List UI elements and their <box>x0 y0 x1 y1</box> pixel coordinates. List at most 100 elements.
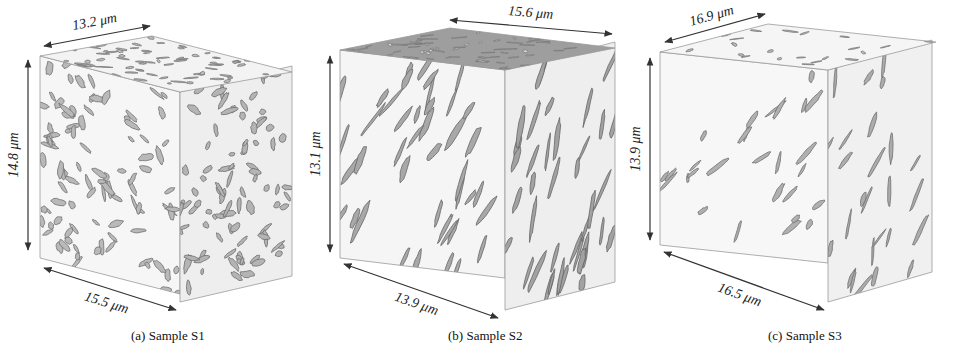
pore <box>812 199 824 211</box>
pore <box>102 88 110 106</box>
pore <box>499 52 509 53</box>
pore <box>58 181 67 193</box>
pore <box>201 268 204 275</box>
pore <box>251 121 258 135</box>
pore <box>575 157 579 178</box>
pore <box>599 109 605 139</box>
face-fill <box>828 40 932 302</box>
pore <box>463 101 475 120</box>
pore <box>494 47 517 51</box>
pore <box>138 62 148 64</box>
pore <box>145 262 150 270</box>
pore <box>78 114 85 131</box>
pore <box>115 48 129 51</box>
pore <box>253 174 257 183</box>
pore <box>747 110 758 129</box>
pore <box>138 150 153 164</box>
pore <box>71 124 75 139</box>
pore <box>171 80 187 84</box>
pore <box>698 205 708 215</box>
pore <box>174 265 179 275</box>
pore <box>94 246 101 256</box>
pore <box>275 250 282 258</box>
pore <box>234 64 249 67</box>
face-edge <box>340 50 505 278</box>
pore <box>271 137 276 152</box>
pore <box>209 77 225 80</box>
pore <box>41 205 47 214</box>
pore <box>910 155 920 171</box>
pore <box>94 58 108 61</box>
cube-face <box>335 39 505 292</box>
pore <box>350 198 370 246</box>
pore-layer <box>660 54 825 252</box>
pore <box>798 162 806 177</box>
cube-face <box>504 21 622 318</box>
pore <box>203 221 209 229</box>
pore <box>425 58 434 59</box>
face-edge <box>340 28 615 70</box>
pore <box>795 57 806 59</box>
pore <box>204 52 212 54</box>
pore <box>153 260 166 274</box>
pore <box>117 167 126 174</box>
pore <box>783 185 798 204</box>
pore <box>775 151 781 175</box>
pore <box>828 240 833 257</box>
dimension-arrow <box>450 20 612 34</box>
pore <box>200 175 206 183</box>
pore <box>183 76 199 79</box>
face-edge <box>40 36 292 92</box>
pore <box>843 58 860 60</box>
pore <box>229 60 244 63</box>
pore-layer <box>828 40 929 302</box>
pore <box>146 73 159 76</box>
pore <box>165 204 180 213</box>
pore <box>846 209 852 240</box>
pore <box>738 125 752 145</box>
pore <box>417 37 438 40</box>
face-fill <box>505 42 615 310</box>
pore <box>249 91 257 100</box>
pore <box>165 268 170 282</box>
pore <box>402 42 421 45</box>
face-fill <box>40 36 292 92</box>
pore <box>752 150 771 165</box>
dimension-label: 16.9 μm <box>687 2 735 30</box>
pore <box>162 139 169 148</box>
panel-caption: (a) Sample S1 <box>131 328 205 343</box>
pore <box>40 215 45 228</box>
pore <box>96 65 113 69</box>
pore <box>46 61 53 76</box>
pore <box>230 61 242 63</box>
pore <box>442 251 454 278</box>
pore <box>553 117 561 160</box>
pore <box>706 156 728 178</box>
pore <box>910 179 924 212</box>
pore <box>545 133 551 171</box>
pore <box>194 199 201 207</box>
pore <box>806 219 812 230</box>
dimension-label: 15.6 μm <box>507 3 553 23</box>
pore <box>69 201 76 210</box>
pore <box>231 61 242 63</box>
pore <box>115 54 129 57</box>
pore <box>123 66 136 69</box>
pore <box>773 182 785 203</box>
pore <box>779 30 800 33</box>
pore <box>274 201 281 209</box>
pore <box>88 74 95 89</box>
pore <box>527 145 539 178</box>
pore <box>734 220 741 243</box>
pore <box>51 197 66 207</box>
pore <box>229 152 235 157</box>
pore <box>131 226 146 236</box>
pore <box>792 214 800 223</box>
pore <box>545 97 554 116</box>
pore <box>609 104 615 139</box>
pore <box>212 214 216 221</box>
dimension-label: 13.9 μm <box>627 126 643 171</box>
face-edge <box>40 56 180 294</box>
pore-layer <box>340 28 615 70</box>
pore <box>402 68 413 90</box>
